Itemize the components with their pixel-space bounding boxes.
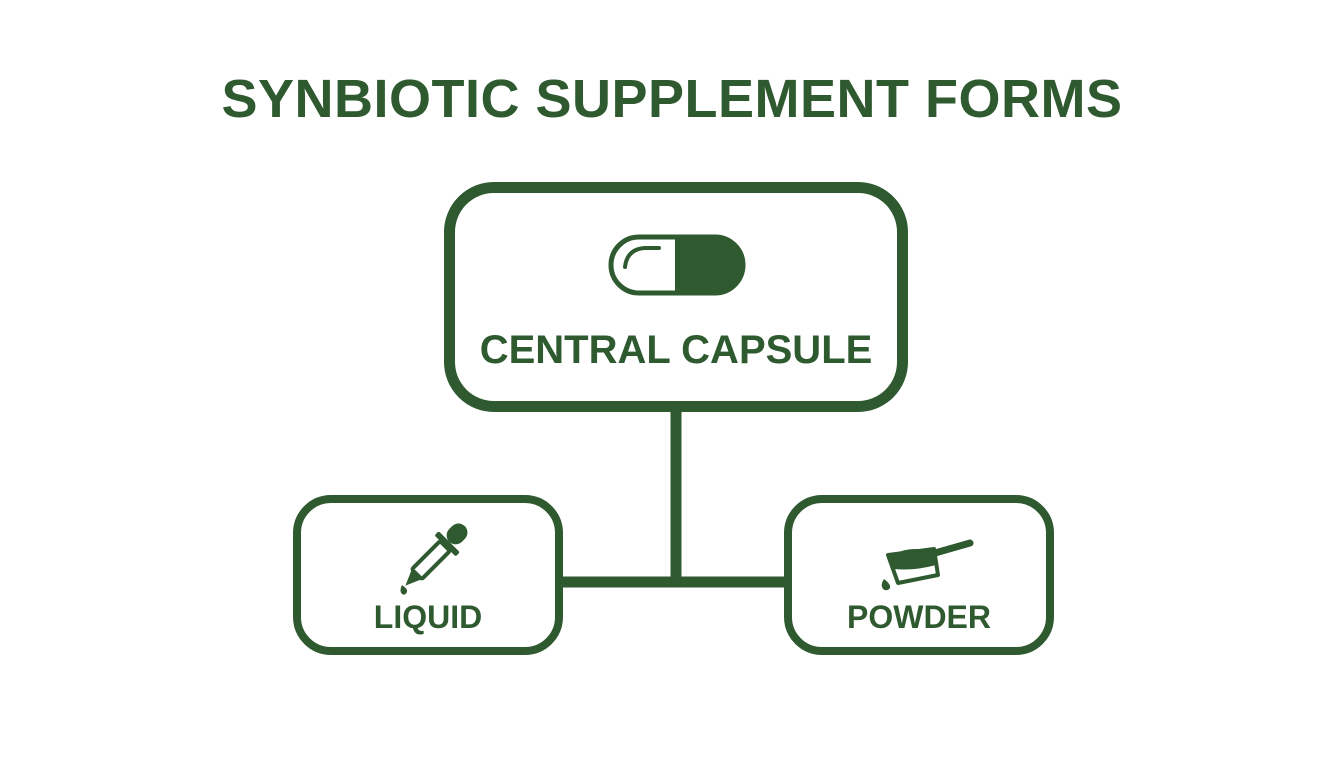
powder-scoop-icon bbox=[881, 539, 974, 591]
central-capsule-node: CENTRAL CAPSULE bbox=[444, 182, 908, 412]
capsule-icon bbox=[608, 234, 746, 296]
diagram-title: SYNBIOTIC SUPPLEMENT FORMS bbox=[221, 69, 1123, 129]
central-capsule-label: CENTRAL CAPSULE bbox=[479, 328, 873, 372]
liquid-label: LIQUID bbox=[373, 599, 483, 635]
powder-node: POWDER bbox=[784, 495, 1054, 655]
dropper-icon bbox=[400, 523, 468, 595]
liquid-node: LIQUID bbox=[293, 495, 563, 655]
powder-label: POWDER bbox=[847, 599, 991, 635]
